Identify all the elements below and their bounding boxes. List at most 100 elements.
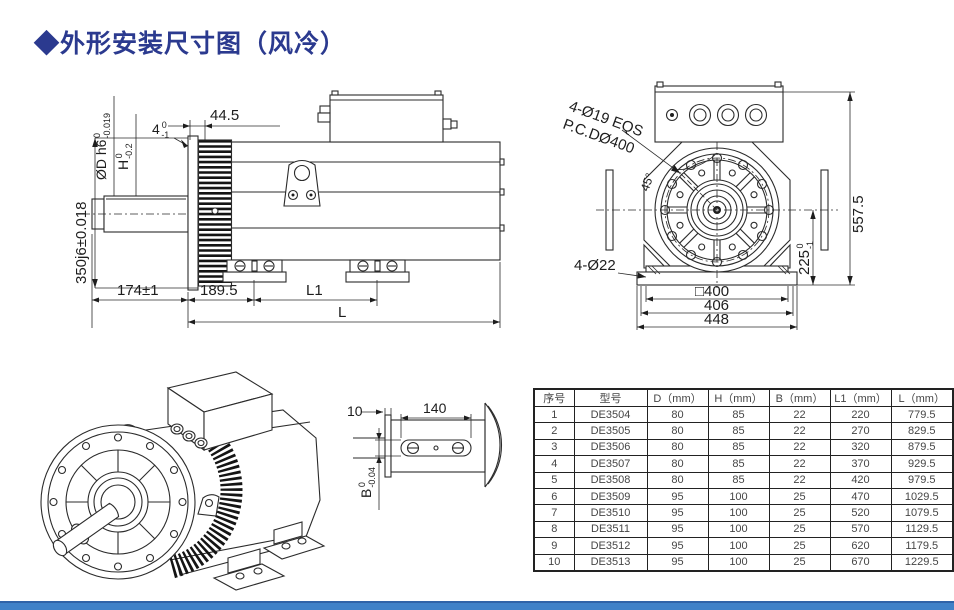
table-cell: 2 <box>533 422 575 440</box>
table-cell: 85 <box>707 471 770 489</box>
table-cell: 4 <box>533 455 575 473</box>
table-cell: 470 <box>829 487 892 506</box>
footer-accent-bar <box>0 601 954 610</box>
table-cell: 22 <box>768 471 831 489</box>
cable-gland <box>688 103 712 127</box>
front-view-drawing: 4-Ø19 EQS P.C.DØ400 45° 557.5 2250-1 4-Ø… <box>561 81 867 330</box>
table-cell: 80 <box>646 471 709 489</box>
shaft-detail-drawing: 10 140 B0-0.04 <box>347 400 503 510</box>
table-cell: 22 <box>768 438 831 457</box>
table-cell: DE3506 <box>573 438 648 457</box>
mounting-feet-side <box>222 259 410 283</box>
table-cell: 25 <box>768 553 831 572</box>
table-cell: 1 <box>533 405 575 424</box>
detail-dimensions: 10 140 B0-0.04 <box>347 400 472 510</box>
dim-4-o22: 4-Ø22 <box>574 257 616 274</box>
table-cell: 95 <box>646 487 709 506</box>
table-cell: 5 <box>533 471 575 489</box>
table-cell: 85 <box>707 455 770 473</box>
table-cell: 320 <box>829 438 892 457</box>
column-header: B（mm） <box>768 388 831 407</box>
dim-174: 174±1 <box>117 282 159 299</box>
terminal-box-front <box>654 81 784 143</box>
table-cell: 85 <box>707 438 770 457</box>
table-cell: 85 <box>707 405 770 424</box>
table-cell: 25 <box>768 487 831 506</box>
lifting-lug-side <box>283 159 321 207</box>
dim-140: 140 <box>423 400 447 416</box>
table-cell: 22 <box>768 455 831 473</box>
page-title: ◆外形安装尺寸图（风冷） <box>34 30 347 58</box>
table-cell: 879.5 <box>890 438 954 457</box>
table-cell: 100 <box>707 504 770 522</box>
terminal-box-side <box>317 90 458 143</box>
table-cell: DE3510 <box>573 504 648 522</box>
dim-44-5: 44.5 <box>210 107 239 124</box>
dim-h: H0-0.2 <box>114 143 134 170</box>
table-cell: 10 <box>533 553 575 572</box>
table-cell: 95 <box>646 537 709 555</box>
table-cell: DE3509 <box>573 487 648 506</box>
table-cell: 3 <box>533 438 575 457</box>
table-cell: DE3508 <box>573 471 648 489</box>
table-cell: 85 <box>707 422 770 440</box>
column-header: L（mm） <box>890 388 954 407</box>
dim-l: L <box>338 304 346 321</box>
table-cell: 25 <box>768 504 831 522</box>
table-cell: 1079.5 <box>890 504 954 522</box>
iso-shaft <box>52 502 120 557</box>
dim-406: 406 <box>704 297 729 314</box>
table-cell: 25 <box>768 537 831 555</box>
side-view-drawing: 44.5 40-1 ØD h60-0.019 H0-0.2 350j6±0.01… <box>73 90 505 328</box>
table-cell: DE3505 <box>573 422 648 440</box>
table-cell: 220 <box>829 405 892 424</box>
table-cell: DE3507 <box>573 455 648 473</box>
table-cell: 9 <box>533 537 575 555</box>
dim-557-5: 557.5 <box>850 195 867 233</box>
table-cell: 80 <box>646 405 709 424</box>
table-cell: 8 <box>533 520 575 539</box>
table-cell: 929.5 <box>890 455 954 473</box>
motor-body-side <box>82 135 505 291</box>
table-cell: 979.5 <box>890 471 954 489</box>
table-cell: DE3504 <box>573 405 648 424</box>
table-cell: 80 <box>646 422 709 440</box>
table-cell: 100 <box>707 487 770 506</box>
table-cell: 620 <box>829 537 892 555</box>
table-cell: 370 <box>829 455 892 473</box>
table-cell: 80 <box>646 438 709 457</box>
table-cell: DE3513 <box>573 553 648 572</box>
iso-feet <box>212 521 326 591</box>
column-header: 序号 <box>533 388 575 407</box>
table-cell: DE3512 <box>573 537 648 555</box>
table-cell: 25 <box>768 520 831 539</box>
dim-shaft-dia: ØD h60-0.019 <box>92 113 112 180</box>
column-header: 型号 <box>573 388 648 407</box>
table-cell: 1229.5 <box>890 553 954 572</box>
table-cell: 95 <box>646 553 709 572</box>
front-dimensions <box>617 91 855 330</box>
table-cell: 6 <box>533 487 575 506</box>
dim-b: B0-0.04 <box>357 467 377 498</box>
table-cell: 7 <box>533 504 575 522</box>
table-cell: 420 <box>829 471 892 489</box>
iso-terminal-box <box>166 371 274 452</box>
side-dimensions <box>91 96 501 328</box>
table-cell: 100 <box>707 537 770 555</box>
table-cell: 22 <box>768 405 831 424</box>
cable-gland <box>716 103 740 127</box>
table-cell: 100 <box>707 553 770 572</box>
dim-189-5: 189.5 <box>200 282 238 299</box>
table-cell: 829.5 <box>890 422 954 440</box>
table-cell: 1179.5 <box>890 537 954 555</box>
